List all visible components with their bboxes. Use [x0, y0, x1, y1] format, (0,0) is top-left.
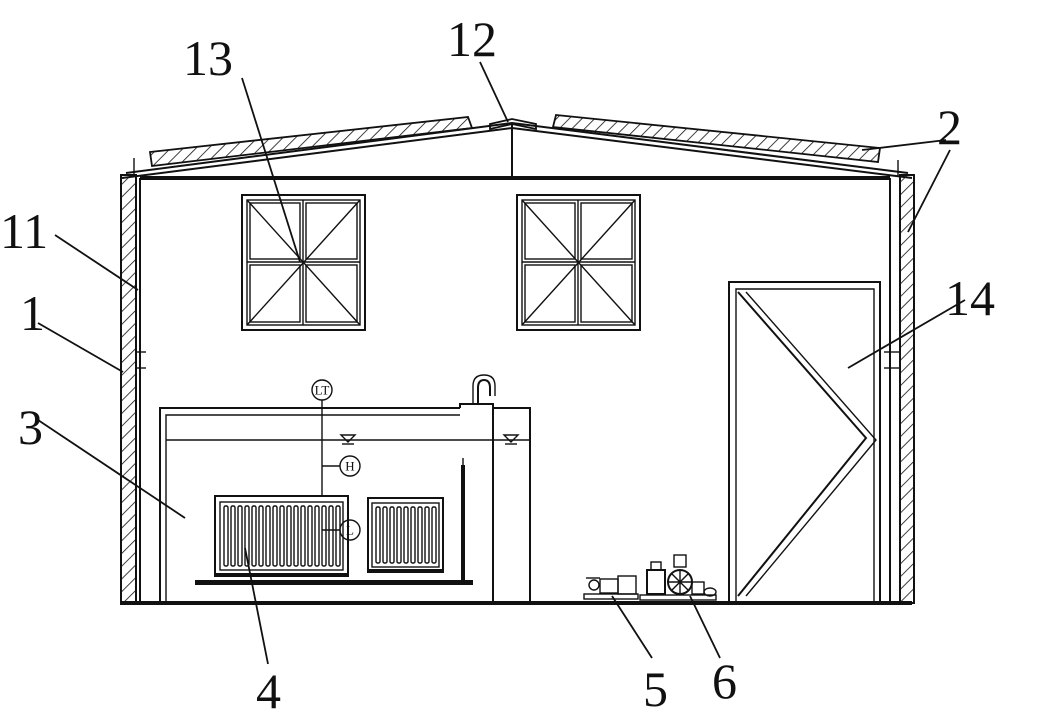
membrane-fin: [321, 505, 327, 567]
callout-6: 6: [712, 653, 737, 709]
membrane-fin: [382, 506, 388, 564]
callout-numerals: 1 2 3 4 5 6 11 12 13 14: [0, 11, 995, 719]
callout-4: 4: [256, 663, 281, 719]
level-transmitter-bubble: LT: [311, 379, 333, 401]
callout-2: 2: [937, 99, 962, 155]
membrane-fin: [244, 505, 250, 567]
right-wall: [884, 174, 915, 604]
high-level-bubble: H: [339, 455, 361, 477]
pump-6: [639, 554, 717, 601]
membrane-fin: [403, 506, 409, 564]
membrane-fin: [307, 505, 313, 567]
callout-11: 11: [0, 203, 48, 259]
membrane-fin: [279, 505, 285, 567]
membrane-fin: [396, 506, 402, 564]
roof-panel-right: [551, 114, 882, 163]
high-level-label: H: [345, 459, 354, 474]
pump-5: [583, 575, 639, 600]
ridge-cap: [489, 118, 537, 131]
leader-lines: [37, 61, 966, 665]
membrane-fin: [410, 506, 416, 564]
membrane-fin: [417, 506, 423, 564]
membrane-fin: [223, 505, 229, 567]
roof-panel-left: [148, 116, 474, 167]
membrane-fin: [375, 506, 381, 564]
membrane-fin: [251, 505, 257, 567]
membrane-module-small: [367, 497, 444, 573]
callout-14: 14: [945, 270, 995, 326]
membrane-fin: [258, 505, 264, 567]
membrane-fin: [328, 505, 334, 567]
callout-1: 1: [20, 285, 45, 341]
level-transmitter-label: LT: [315, 383, 330, 398]
membrane-fin: [424, 506, 430, 564]
instrument-lines: [321, 400, 340, 531]
membrane-fin: [237, 505, 243, 567]
membrane-fin: [300, 505, 306, 567]
low-level-bubble: L: [339, 519, 361, 541]
membrane-fin: [230, 505, 236, 567]
membrane-module-large: [214, 495, 349, 577]
callout-3: 3: [18, 399, 43, 455]
callout-13: 13: [183, 30, 233, 86]
membrane-fin: [431, 506, 437, 564]
callout-12: 12: [447, 11, 497, 67]
membrane-fin: [293, 505, 299, 567]
tank: [159, 374, 531, 603]
callout-5: 5: [643, 661, 668, 717]
roof: [121, 114, 913, 180]
low-level-label: L: [346, 523, 354, 538]
membrane-fin: [265, 505, 271, 567]
membrane-fin: [314, 505, 320, 567]
membrane-fin: [335, 505, 341, 567]
membrane-fin: [286, 505, 292, 567]
membrane-fin: [389, 506, 395, 564]
window-right: [516, 194, 641, 331]
left-wall: [120, 174, 146, 604]
membrane-fin: [272, 505, 278, 567]
door: [728, 281, 881, 604]
window-left: [241, 194, 366, 331]
